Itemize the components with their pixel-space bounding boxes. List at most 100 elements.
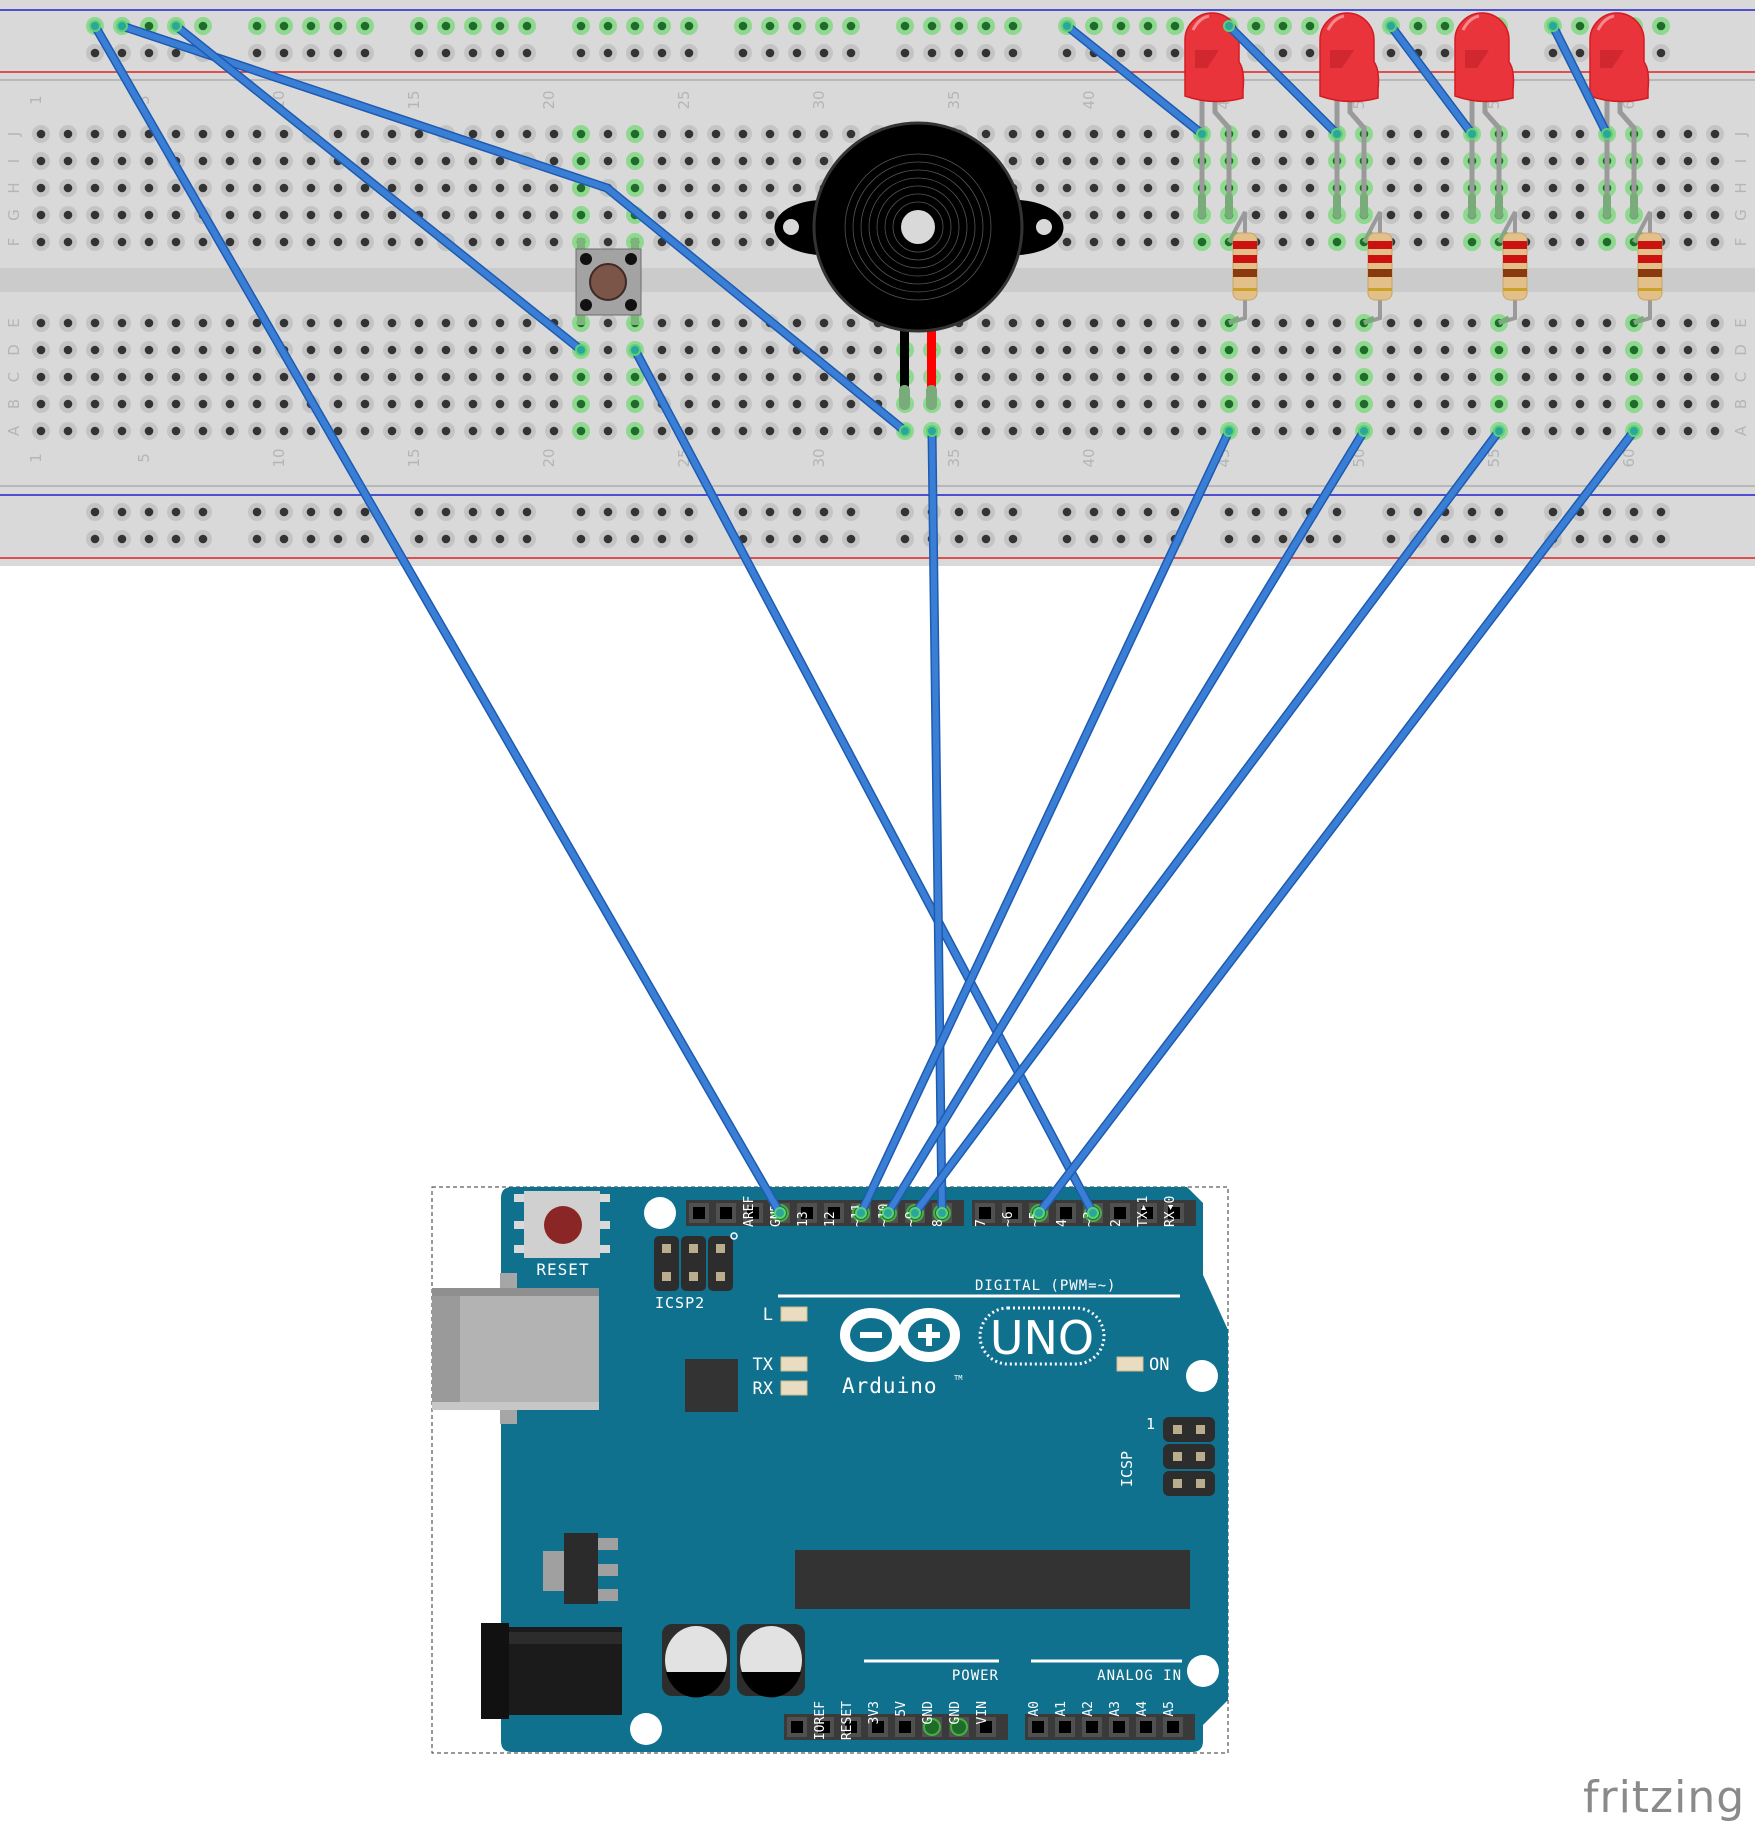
terminal-hole[interactable] [1193,314,1211,332]
terminal-hole[interactable] [302,179,320,197]
terminal-hole[interactable] [1625,395,1643,413]
terminal-hole[interactable] [59,422,77,440]
wire-top-rail-to-GND[interactable] [89,20,786,1219]
terminal-hole[interactable] [734,125,752,143]
terminal-hole[interactable] [86,395,104,413]
terminal-hole[interactable] [1031,314,1049,332]
terminal-hole[interactable] [464,152,482,170]
terminal-hole[interactable] [707,206,725,224]
terminal-hole[interactable] [113,179,131,197]
rail-hole-bottom-negative[interactable] [518,503,536,521]
terminal-hole[interactable] [1652,179,1670,197]
terminal-hole[interactable] [1571,125,1589,143]
terminal-hole[interactable] [1085,368,1103,386]
terminal-hole[interactable] [1706,341,1724,359]
rail-hole-top-positive[interactable] [950,44,968,62]
terminal-hole[interactable] [1301,233,1319,251]
rail-hole-bottom-positive[interactable] [1274,530,1292,548]
rail-hole-top-negative[interactable] [842,17,860,35]
rail-hole-bottom-positive[interactable] [1085,530,1103,548]
terminal-hole[interactable] [788,314,806,332]
terminal-hole[interactable] [383,152,401,170]
rail-hole-top-negative[interactable] [1301,17,1319,35]
rail-hole-top-positive[interactable] [248,44,266,62]
terminal-hole[interactable] [1220,368,1238,386]
terminal-hole[interactable] [140,368,158,386]
rail-hole-top-negative[interactable] [653,17,671,35]
terminal-hole[interactable] [626,179,644,197]
terminal-hole[interactable] [410,341,428,359]
rail-hole-top-negative[interactable] [761,17,779,35]
rail-hole-bottom-negative[interactable] [1220,503,1238,521]
rail-hole-bottom-negative[interactable] [653,503,671,521]
terminal-hole[interactable] [437,206,455,224]
terminal-hole[interactable] [1112,314,1130,332]
terminal-hole[interactable] [977,422,995,440]
terminal-hole[interactable] [1031,179,1049,197]
terminal-hole[interactable] [464,341,482,359]
terminal-hole[interactable] [1463,341,1481,359]
terminal-hole[interactable] [113,422,131,440]
terminal-hole[interactable] [221,395,239,413]
terminal-hole[interactable] [680,179,698,197]
rail-hole-top-positive[interactable] [1652,44,1670,62]
led-4[interactable] [1589,12,1650,219]
terminal-hole[interactable] [1247,152,1265,170]
rail-hole-bottom-positive[interactable] [653,530,671,548]
rail-hole-top-negative[interactable] [734,17,752,35]
terminal-hole[interactable] [221,314,239,332]
terminal-hole[interactable] [788,422,806,440]
rail-hole-bottom-positive[interactable] [464,530,482,548]
terminal-hole[interactable] [1652,368,1670,386]
rail-hole-bottom-positive[interactable] [491,530,509,548]
terminal-hole[interactable] [32,179,50,197]
terminal-hole[interactable] [1625,368,1643,386]
terminal-hole[interactable] [1679,179,1697,197]
terminal-hole[interactable] [302,314,320,332]
rail-hole-bottom-positive[interactable] [275,530,293,548]
terminal-hole[interactable] [383,233,401,251]
terminal-hole[interactable] [599,233,617,251]
terminal-hole[interactable] [707,233,725,251]
rail-hole-bottom-negative[interactable] [491,503,509,521]
terminal-hole[interactable] [1139,314,1157,332]
rail-hole-top-negative[interactable] [1652,17,1670,35]
terminal-hole[interactable] [356,368,374,386]
terminal-hole[interactable] [1247,206,1265,224]
rail-hole-top-negative[interactable] [950,17,968,35]
terminal-hole[interactable] [761,233,779,251]
rail-hole-bottom-negative[interactable] [464,503,482,521]
rail-hole-top-positive[interactable] [1301,44,1319,62]
terminal-hole[interactable] [1085,341,1103,359]
terminal-hole[interactable] [1436,179,1454,197]
terminal-hole[interactable] [653,314,671,332]
terminal-hole[interactable] [1436,368,1454,386]
rail-hole-bottom-negative[interactable] [275,503,293,521]
terminal-hole[interactable] [383,368,401,386]
terminal-hole[interactable] [1112,341,1130,359]
terminal-hole[interactable] [1274,368,1292,386]
terminal-hole[interactable] [248,152,266,170]
rail-hole-bottom-positive[interactable] [977,530,995,548]
terminal-hole[interactable] [1085,152,1103,170]
rail-hole-top-positive[interactable] [977,44,995,62]
terminal-hole[interactable] [545,179,563,197]
terminal-hole[interactable] [599,206,617,224]
terminal-hole[interactable] [1490,368,1508,386]
terminal-hole[interactable] [356,314,374,332]
terminal-hole[interactable] [1436,341,1454,359]
terminal-hole[interactable] [788,125,806,143]
terminal-hole[interactable] [977,368,995,386]
terminal-hole[interactable] [761,395,779,413]
terminal-hole[interactable] [329,368,347,386]
terminal-hole[interactable] [32,422,50,440]
terminal-hole[interactable] [1274,395,1292,413]
terminal-hole[interactable] [1679,341,1697,359]
rail-hole-bottom-negative[interactable] [788,503,806,521]
terminal-hole[interactable] [329,125,347,143]
terminal-hole[interactable] [1058,152,1076,170]
terminal-hole[interactable] [1571,152,1589,170]
terminal-hole[interactable] [1409,341,1427,359]
terminal-hole[interactable] [113,125,131,143]
rail-hole-top-negative[interactable] [302,17,320,35]
